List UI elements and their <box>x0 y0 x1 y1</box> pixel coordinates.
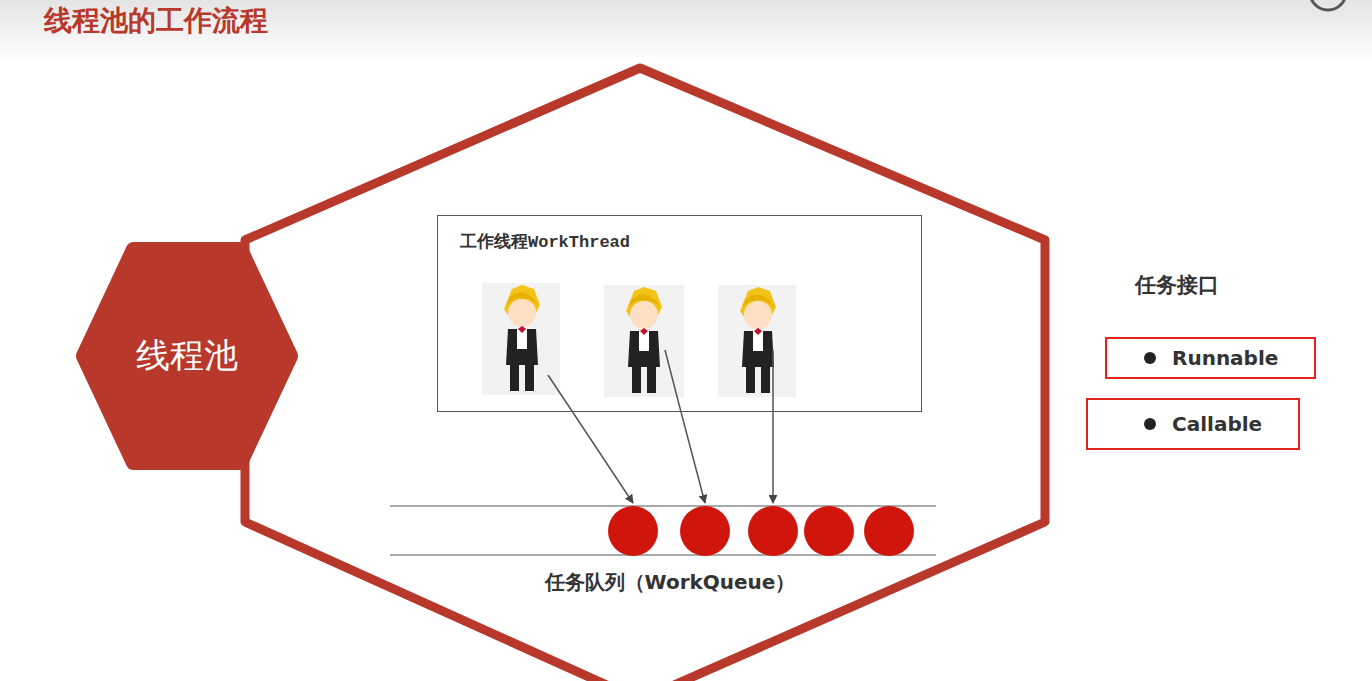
task-ball <box>804 506 854 556</box>
worker-figures <box>482 283 796 397</box>
queue-line <box>390 505 936 506</box>
worker-box: 工作线程WorkThread <box>437 215 922 412</box>
interface-box: Callable <box>1086 398 1300 450</box>
node-text: Runnable <box>1172 346 1278 370</box>
worker-leader-lines <box>548 350 773 412</box>
worker-figure <box>604 285 684 397</box>
node-text: Callable <box>1172 412 1262 436</box>
queue-band <box>390 505 936 557</box>
leader-line <box>665 350 681 412</box>
section-label: 任务接口 <box>1135 271 1219 299</box>
task-ball <box>680 506 730 556</box>
task-arrow <box>573 412 633 503</box>
task-ball <box>864 506 914 556</box>
task-ball <box>748 506 798 556</box>
task-ball <box>608 506 658 556</box>
node-text: 线程池 <box>136 333 238 379</box>
node-text: 工作线程WorkThread <box>460 230 630 253</box>
bullet-dot <box>1144 352 1156 364</box>
worker-figure <box>718 285 796 397</box>
queue-line <box>390 554 936 555</box>
slide-title: 线程池的工作流程 <box>44 2 268 40</box>
hexagon-fill <box>84 250 290 462</box>
node-text: 任务队列（WorkQueue） <box>390 569 950 596</box>
pool-hexagon: 线程池 <box>76 242 298 470</box>
pool-outline <box>245 68 1045 681</box>
bullet-dot <box>1144 418 1156 430</box>
leader-line <box>772 350 774 412</box>
task-arrow <box>681 412 705 503</box>
task-queue: 任务队列（WorkQueue） <box>390 505 950 604</box>
corner-icon <box>1310 0 1346 10</box>
task-arrow <box>772 412 774 503</box>
header-band <box>0 0 1372 62</box>
leader-line <box>548 375 573 412</box>
worker-figure <box>482 283 560 395</box>
interface-box: Runnable <box>1105 337 1316 379</box>
